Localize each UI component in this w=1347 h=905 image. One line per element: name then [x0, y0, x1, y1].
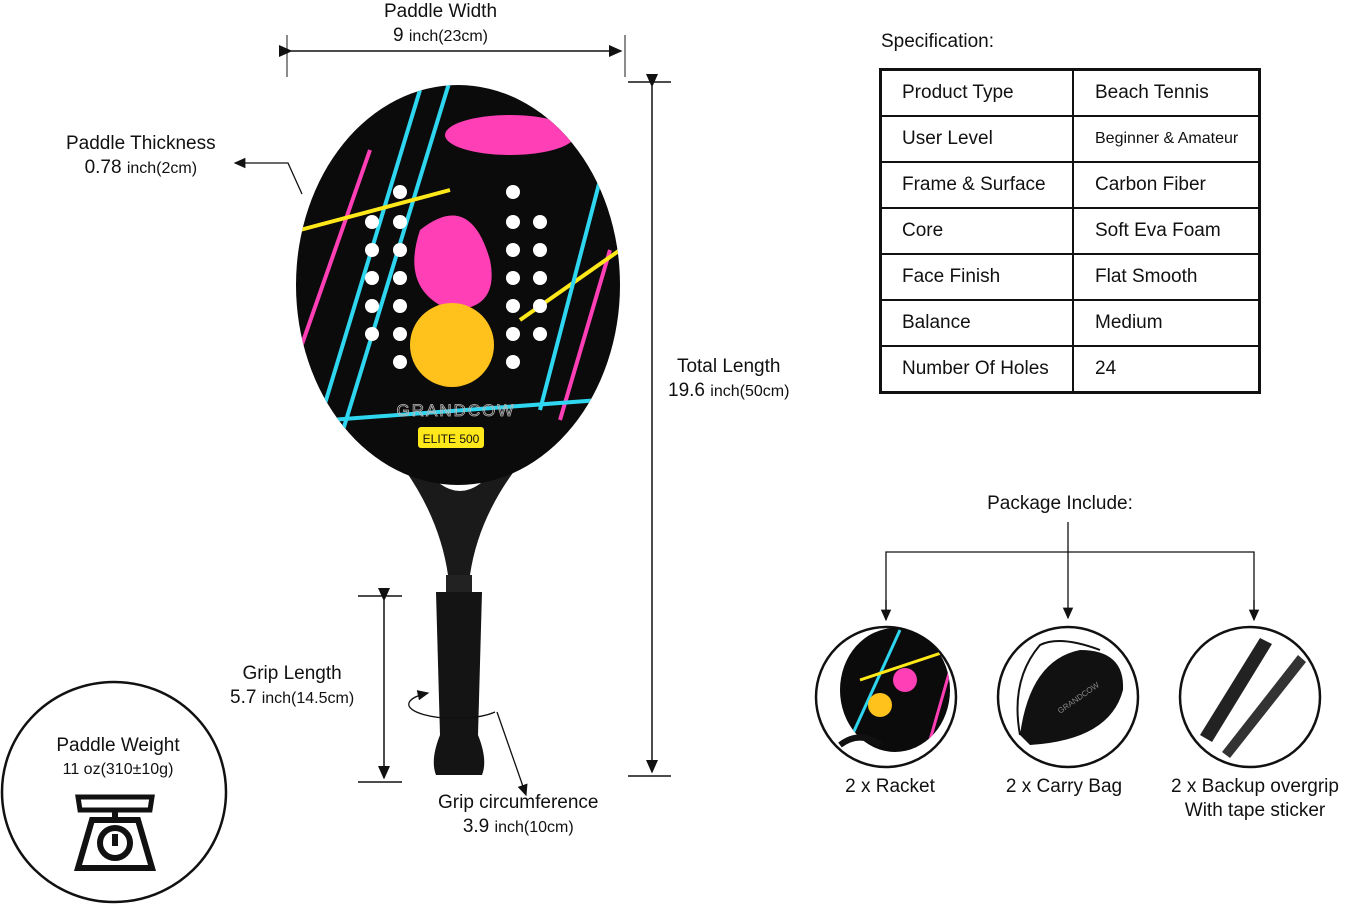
unit: inch(14.5cm) — [261, 690, 355, 707]
grip-length-label: Grip Length 5.7 inch(14.5cm) — [230, 662, 354, 711]
package-item-racket: 2 x Racket — [790, 775, 990, 799]
spec-name: Frame & Surface — [879, 161, 1074, 209]
thickness-pointer — [233, 157, 303, 195]
unit: inch(50cm) — [710, 383, 790, 400]
package-connector-lines — [880, 522, 1260, 622]
package-item-overgrip: 2 x Backup overgrip With tape sticker — [1150, 775, 1347, 823]
value: 3.9 — [462, 816, 490, 837]
grip-circumference-label: Grip circumference 3.9 inch(10cm) — [438, 791, 599, 840]
unit: inch(2cm) — [126, 160, 198, 177]
total-length-dimension — [628, 74, 671, 777]
value: 11 oz(310±10g) — [62, 761, 174, 778]
item-label: 2 x Carry Bag — [1005, 776, 1123, 797]
value: 0.78 — [84, 157, 122, 178]
spec-value: Soft Eva Foam — [1072, 207, 1261, 255]
label: Paddle Weight — [56, 735, 180, 756]
spec-value: Beach Tennis — [1072, 68, 1261, 117]
label: Paddle Thickness — [66, 133, 216, 154]
item-label: 2 x Racket — [845, 776, 935, 797]
package-title: Package Include: — [987, 493, 1133, 514]
package-item-bag: 2 x Carry Bag — [964, 775, 1164, 799]
spec-name: Number Of Holes — [879, 345, 1074, 394]
paddle-weight-badge — [0, 680, 228, 904]
paddle-model-label: ELITE 500 — [423, 432, 480, 446]
total-length-label: Total Length 19.6 inch(50cm) — [668, 355, 789, 404]
grip-circumference-indicator — [408, 690, 528, 797]
spec-name: User Level — [879, 115, 1074, 163]
package-overgrip-image — [1178, 625, 1322, 769]
package-bag-image: GRANDCOW — [996, 625, 1140, 769]
package-racket-image — [814, 625, 958, 769]
scale-icon — [74, 794, 156, 871]
spec-name: Balance — [879, 299, 1074, 347]
unit: inch(10cm) — [494, 819, 574, 836]
spec-value: Carbon Fiber — [1072, 161, 1261, 209]
paddle-width-label: Paddle Width 9 inch(23cm) — [384, 0, 497, 49]
label: Total Length — [676, 356, 781, 377]
paddle-thickness-label: Paddle Thickness 0.78 inch(2cm) — [66, 132, 216, 181]
label: Paddle Width — [384, 1, 498, 22]
value: 9 — [393, 25, 404, 46]
value: 5.7 — [230, 687, 257, 708]
grip-length-dimension — [358, 588, 402, 783]
spec-value: 24 — [1072, 345, 1261, 394]
value: 19.6 — [668, 380, 705, 401]
spec-value: Beginner & Amateur — [1072, 115, 1261, 163]
spec-name: Face Finish — [879, 253, 1074, 301]
paddle-image: GRANDCOW ELITE 500 — [296, 85, 620, 775]
unit: inch(23cm) — [408, 28, 488, 45]
item-label: 2 x Backup overgrip — [1171, 776, 1339, 797]
spec-name: Core — [879, 207, 1074, 255]
paddle-brand-logo: GRANDCOW — [397, 401, 516, 420]
specification-title: Specification: — [881, 31, 995, 52]
item-sublabel: With tape sticker — [1184, 800, 1326, 821]
label: Grip Length — [242, 663, 342, 684]
paddle-weight-label: Paddle Weight 11 oz(310±10g) — [40, 734, 196, 782]
spec-value: Medium — [1072, 299, 1261, 347]
spec-name: Product Type — [879, 68, 1074, 117]
spec-value: Flat Smooth — [1072, 253, 1261, 301]
label: Grip circumference — [438, 792, 599, 813]
paddle-width-dimension — [279, 35, 626, 77]
